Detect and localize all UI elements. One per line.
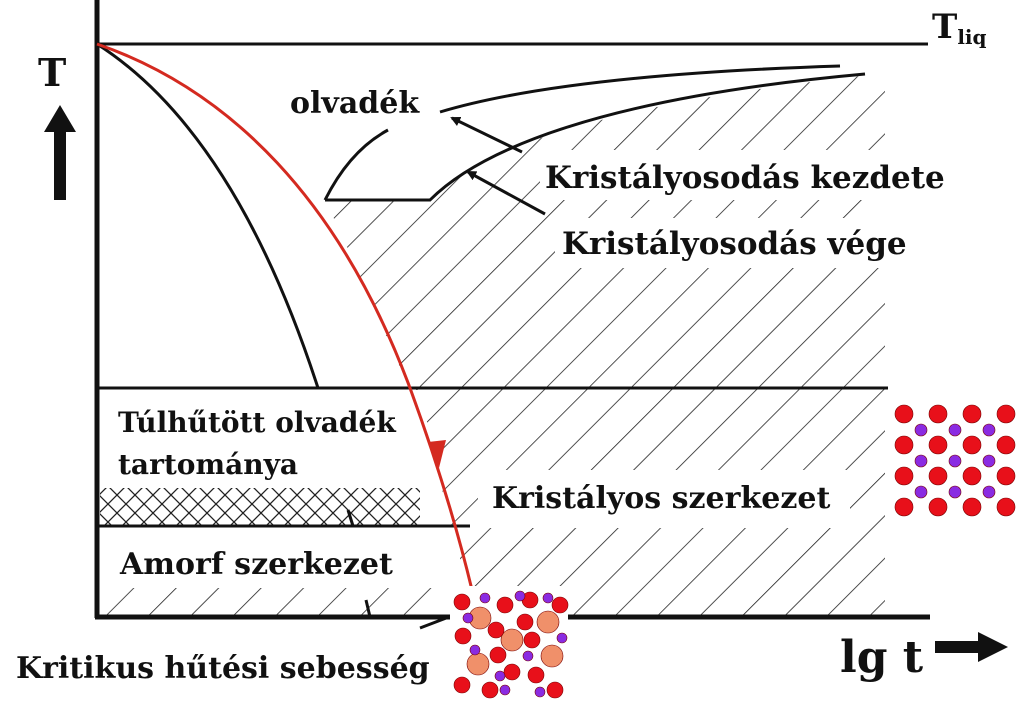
orange-atom bbox=[466, 652, 490, 676]
purple-atom bbox=[542, 592, 554, 604]
red-atom bbox=[527, 666, 545, 684]
tliq-subscript: liq bbox=[957, 25, 986, 49]
purple-atom bbox=[948, 485, 962, 499]
red-atom bbox=[546, 681, 564, 699]
supercooled-box bbox=[100, 390, 418, 488]
red-atom bbox=[996, 404, 1016, 424]
orange-atom bbox=[536, 610, 560, 634]
kezdete-label-bg bbox=[540, 150, 950, 200]
crystallization-start-curve bbox=[323, 128, 389, 201]
purple-atom bbox=[522, 650, 534, 662]
red-atom bbox=[962, 466, 982, 486]
melt-label: olvadék bbox=[290, 86, 420, 121]
red-atom bbox=[996, 466, 1016, 486]
purple-atom bbox=[948, 423, 962, 437]
tliq-main: T bbox=[932, 7, 957, 47]
red-atom bbox=[894, 435, 914, 455]
purple-atom bbox=[914, 485, 928, 499]
purple-atom bbox=[556, 632, 568, 644]
crystallization-end-curve bbox=[325, 72, 866, 202]
crystallization-start-curve-upper bbox=[439, 64, 841, 114]
cooling-curve-fast bbox=[96, 42, 320, 389]
tick-mark-1 bbox=[346, 509, 355, 527]
tliq-label: Tliq bbox=[932, 7, 987, 49]
y-axis-label: T bbox=[38, 50, 66, 95]
red-atom bbox=[894, 404, 914, 424]
crystalline-label-bg bbox=[478, 470, 850, 528]
x-axis-label: lg t bbox=[840, 632, 924, 683]
pointer-arrow-end bbox=[466, 170, 546, 216]
cryst-start-label: Kristályosodás kezdete bbox=[545, 160, 945, 196]
red-atom bbox=[516, 613, 534, 631]
red-atom bbox=[454, 627, 472, 645]
red-atom bbox=[894, 466, 914, 486]
amorphous-box bbox=[100, 530, 460, 588]
critical-rate-label: Kritikus hűtési sebesség bbox=[16, 651, 430, 686]
melt-label-bg bbox=[280, 78, 440, 130]
lgt-axis-arrow-shaft bbox=[935, 641, 985, 653]
red-atom bbox=[996, 435, 1016, 455]
red-atom bbox=[996, 497, 1016, 517]
lgt-axis-arrow-head bbox=[978, 632, 1008, 662]
tick-mark-2 bbox=[364, 599, 372, 618]
supercooled-label-line2: tartománya bbox=[118, 448, 298, 481]
purple-atom bbox=[494, 670, 506, 682]
red-atom bbox=[894, 497, 914, 517]
red-atom bbox=[928, 466, 948, 486]
t-axis-arrow-head bbox=[44, 105, 76, 132]
supercooled-label-line1: Túlhűtött olvadék bbox=[118, 406, 396, 439]
red-atom bbox=[503, 663, 521, 681]
t-axis-arrow-shaft bbox=[54, 128, 66, 200]
red-atom bbox=[487, 621, 505, 639]
purple-atom bbox=[982, 485, 996, 499]
red-atom bbox=[928, 435, 948, 455]
red-atom bbox=[928, 497, 948, 517]
purple-atom bbox=[982, 423, 996, 437]
purple-atom bbox=[469, 644, 481, 656]
purple-atom bbox=[914, 423, 928, 437]
amorphous-hatch-strip bbox=[100, 588, 445, 615]
critical-cooling-curve bbox=[96, 42, 474, 591]
red-atom bbox=[489, 646, 507, 664]
vege-label-bg bbox=[555, 218, 915, 268]
orange-atom bbox=[540, 644, 564, 668]
purple-atom bbox=[534, 686, 546, 698]
cryst-end-label: Kristályosodás vége bbox=[562, 226, 907, 262]
purple-atom bbox=[514, 590, 526, 602]
red-atom bbox=[962, 497, 982, 517]
amorphous-label: Amorf szerkezet bbox=[119, 547, 393, 582]
purple-atom bbox=[479, 592, 491, 604]
red-atom bbox=[962, 435, 982, 455]
red-atom bbox=[453, 593, 471, 611]
red-atom bbox=[551, 596, 569, 614]
red-atom bbox=[928, 404, 948, 424]
crystalline-label: Kristályos szerkezet bbox=[492, 481, 830, 516]
purple-atom bbox=[982, 454, 996, 468]
crystal-lattice-image bbox=[888, 396, 1024, 528]
purple-atom bbox=[499, 684, 511, 696]
red-atom bbox=[496, 596, 514, 614]
red-atom bbox=[523, 631, 541, 649]
amorphous-atoms-image bbox=[450, 586, 569, 700]
red-atom bbox=[481, 681, 499, 699]
red-atom bbox=[453, 676, 471, 694]
critical-curve-arrowhead bbox=[428, 440, 446, 468]
purple-atom bbox=[462, 612, 474, 624]
crosshatch-band bbox=[100, 488, 420, 526]
purple-atom bbox=[914, 454, 928, 468]
pointer-arrow-start bbox=[450, 116, 523, 154]
orange-atom bbox=[500, 628, 524, 652]
red-atom bbox=[962, 404, 982, 424]
purple-atom bbox=[948, 454, 962, 468]
